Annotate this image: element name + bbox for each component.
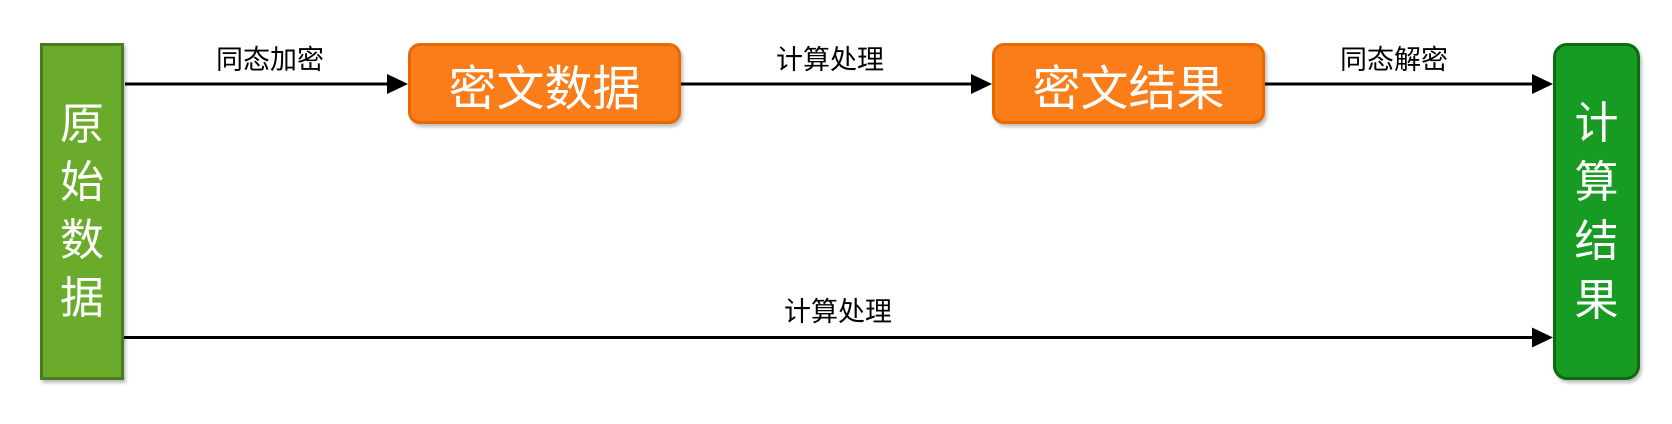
arrowhead-icon: [1532, 74, 1553, 94]
arrowhead-icon: [387, 74, 408, 94]
edge-label-compute-processing-bottom: 计算处理: [784, 297, 892, 327]
node-computation-result: 计算结果: [1553, 43, 1640, 380]
node-original-data: 原始数据: [40, 43, 124, 380]
arrowhead-icon: [971, 74, 992, 94]
node-ciphertext-data: 密文数据: [408, 43, 681, 124]
edge-label-homomorphic-encryption: 同态加密: [216, 45, 324, 75]
edge-label-compute-processing-top: 计算处理: [776, 45, 884, 75]
edge-label-homomorphic-decryption: 同态解密: [1340, 45, 1448, 75]
node-ciphertext-result: 密文结果: [992, 43, 1265, 124]
arrowhead-icon: [1532, 327, 1553, 348]
